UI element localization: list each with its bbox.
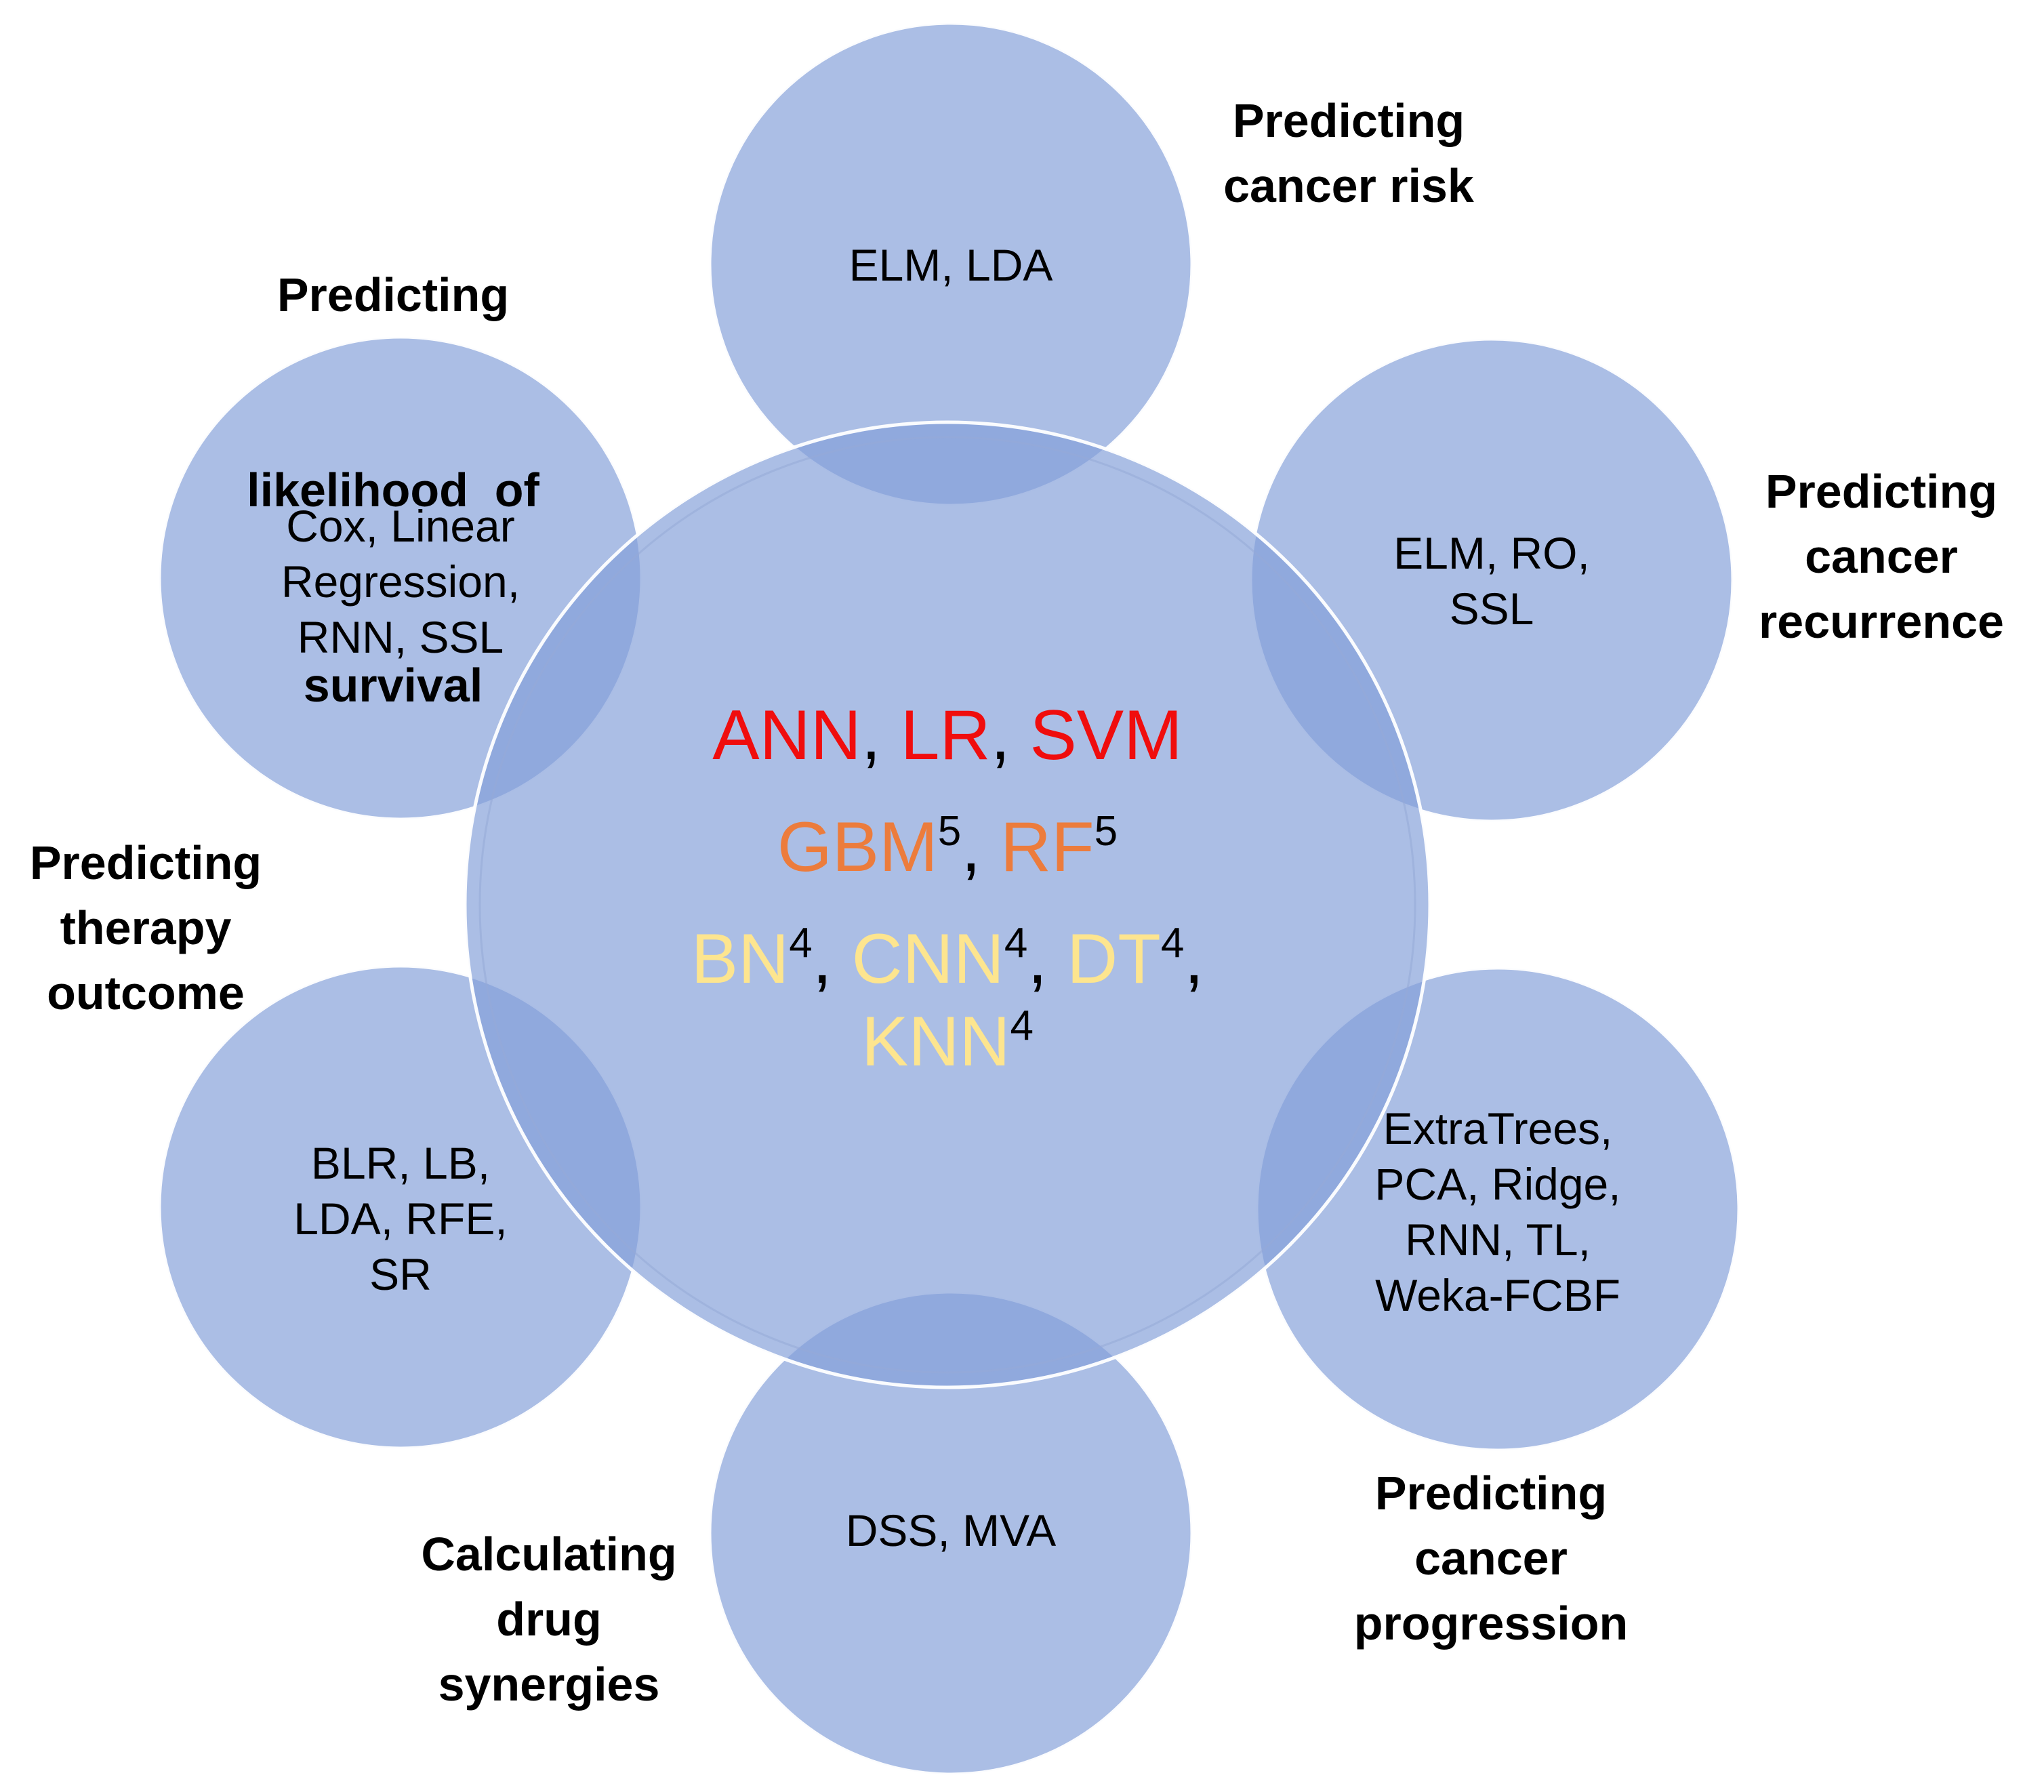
center-tier2-method-2: RF xyxy=(1000,808,1095,887)
label-synergy-line-3: synergies xyxy=(438,1658,660,1711)
methods-therapy-line-1: BLR, LB, xyxy=(310,1138,491,1188)
label-synergy-line-1: Calculating xyxy=(421,1528,677,1581)
label-risk-line-2: cancer risk xyxy=(1223,159,1474,212)
center-tier3-sup: 4 xyxy=(1004,920,1028,966)
center-tier2-row: GBM5, RF5 xyxy=(777,808,1118,887)
methods-risk-line-1: ELM, LDA xyxy=(849,240,1053,290)
center-methods: ANN, LR, SVM GBM5, RF5 BN4, CNN4, DT4, K… xyxy=(609,688,1286,1089)
label-synergy-line-2: drug xyxy=(496,1593,602,1646)
center-tier3-row-2: KNN4 xyxy=(609,994,1286,1089)
label-risk: Predicting cancer risk xyxy=(1179,88,1518,218)
center-tier3-sup: 4 xyxy=(1010,1002,1034,1049)
label-risk-line-1: Predicting xyxy=(1232,94,1465,147)
methods-progression-line-3: RNN, TL, xyxy=(1405,1215,1591,1265)
center-tier3-row-1: BN4, CNN4, DT4, xyxy=(691,920,1204,998)
label-therapy: Predicting therapy outcome xyxy=(0,830,291,1025)
label-recurrence-line-3: recurrence xyxy=(1759,595,2004,648)
center-tier3-method-4: KNN xyxy=(861,1002,1010,1081)
label-recurrence-line-1: Predicting xyxy=(1765,465,1998,518)
methods-progression: ExtraTrees, PCA, Ridge, RNN, TL, Weka-FC… xyxy=(1294,1101,1701,1323)
methods-progression-line-4: Weka-FCBF xyxy=(1375,1270,1620,1320)
methods-survival: Cox, Linear Regression, RNN, SSL xyxy=(197,498,604,665)
methods-progression-line-2: PCA, Ridge, xyxy=(1374,1159,1621,1209)
methods-therapy-line-3: SR xyxy=(369,1249,432,1299)
methods-progression-line-1: ExtraTrees, xyxy=(1383,1103,1613,1154)
methods-survival-line-1: Cox, Linear xyxy=(286,501,515,551)
center-tier1-method-1: ANN xyxy=(712,696,861,775)
center-circle-rim xyxy=(478,436,1416,1374)
center-tier2-sup: 5 xyxy=(1094,808,1118,855)
label-survival: Predicting likelihood of survival xyxy=(203,132,583,783)
center-circle xyxy=(463,420,1432,1389)
methods-risk: ELM, LDA xyxy=(748,237,1154,293)
center-tier1-method-3: SVM xyxy=(1029,696,1183,775)
methods-recurrence-line-2: SSL xyxy=(1449,584,1534,634)
methods-survival-line-3: RNN, SSL xyxy=(297,612,504,662)
label-recurrence-line-2: cancer xyxy=(1805,530,1958,583)
label-survival-line-1: Predicting xyxy=(277,268,510,321)
label-recurrence: Predicting cancer recurrence xyxy=(1725,459,2037,654)
center-tier3-method-3: DT xyxy=(1067,920,1161,998)
center-tier3-method-1: BN xyxy=(691,920,790,998)
methods-therapy-line-2: LDA, RFE, xyxy=(293,1194,508,1244)
center-tier3-sup: 4 xyxy=(1160,920,1185,966)
methods-recurrence: ELM, RO, SSL xyxy=(1288,525,1695,636)
label-survival-line-3: survival xyxy=(303,659,483,712)
center-tier2-sup: 5 xyxy=(937,808,962,855)
methods-synergy: DSS, MVA xyxy=(748,1503,1154,1558)
methods-therapy: BLR, LB, LDA, RFE, SR xyxy=(197,1135,604,1302)
label-progression-line-1: Predicting xyxy=(1374,1467,1608,1520)
label-progression-line-3: progression xyxy=(1353,1597,1629,1650)
label-progression-line-2: cancer xyxy=(1414,1532,1568,1585)
center-tier2-method-1: GBM xyxy=(777,808,938,887)
label-therapy-line-3: outcome xyxy=(47,966,245,1019)
center-tier3-method-2: CNN xyxy=(851,920,1004,998)
label-progression: Predicting cancer progression xyxy=(1315,1461,1667,1656)
center-tier1-method-2: LR xyxy=(900,696,991,775)
label-therapy-line-2: therapy xyxy=(60,901,232,954)
methods-recurrence-line-1: ELM, RO, xyxy=(1393,528,1590,578)
methods-synergy-line-1: DSS, MVA xyxy=(845,1505,1057,1555)
label-synergy: Calculating drug synergies xyxy=(386,1522,712,1717)
center-tier3-sup: 4 xyxy=(789,920,813,966)
label-therapy-line-1: Predicting xyxy=(29,836,262,889)
label-survival-line-2: likelihood of xyxy=(247,464,539,516)
methods-survival-line-2: Regression, xyxy=(281,556,520,607)
center-tier1-row: ANN, LR, SVM xyxy=(712,696,1183,775)
